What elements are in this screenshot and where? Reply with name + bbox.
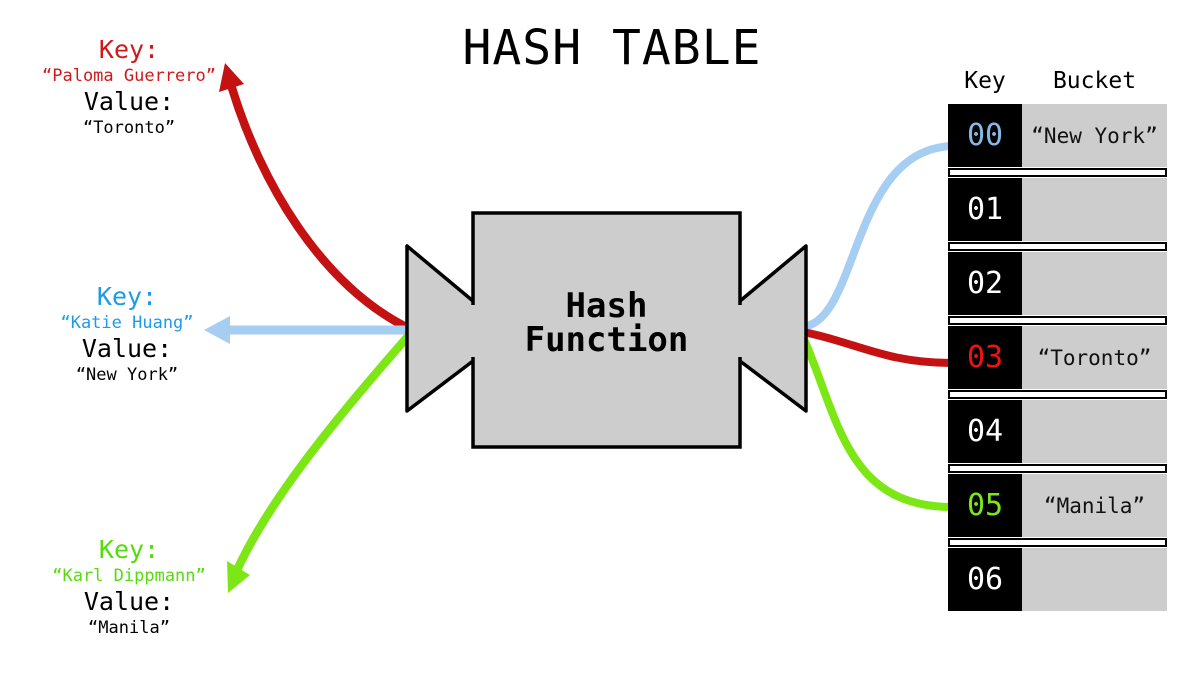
right-neck-opening <box>735 305 745 357</box>
left-neck-opening <box>469 305 479 357</box>
value-label: Value: <box>81 334 173 363</box>
bucket-value <box>1022 548 1167 611</box>
bucket-index: 04 <box>948 400 1022 463</box>
bucket-index: 06 <box>948 548 1022 611</box>
slot-separator <box>948 167 1167 178</box>
red-arrowhead-icon <box>219 63 244 92</box>
slot-separator <box>948 241 1167 252</box>
slot-separator <box>948 389 1167 400</box>
table-row: 04 <box>948 400 1167 463</box>
table-row: 05 “Manila” <box>948 474 1167 537</box>
slot-separator <box>948 537 1167 548</box>
key-label: Key: <box>96 282 158 311</box>
hash-function-line2: Function <box>524 320 689 360</box>
key-column-header: Key <box>964 68 1006 94</box>
value-label: Value: <box>83 587 175 616</box>
key-value: “Katie Huang” <box>60 313 194 333</box>
red-key-curve <box>227 83 415 334</box>
value-value: “New York” <box>75 365 179 385</box>
bucket-value <box>1022 252 1167 315</box>
key-label: Key: <box>98 535 160 564</box>
bucket-value: “New York” <box>1022 104 1167 167</box>
green-bucket-curve <box>799 333 956 511</box>
value-label: Value: <box>83 87 175 116</box>
hash-function-label: Hash Function <box>473 289 740 357</box>
bucket-column-header: Bucket <box>1052 68 1137 94</box>
bucket-index: 00 <box>948 104 1022 167</box>
output-funnel-shape <box>738 244 808 413</box>
hash-function-line1: Hash <box>565 286 648 326</box>
hash-table: 00 “New York” 01 02 03 “Toronto” 04 05 “… <box>948 104 1167 611</box>
table-row: 03 “Toronto” <box>948 326 1167 389</box>
slot-separator <box>948 315 1167 326</box>
bucket-value <box>1022 178 1167 241</box>
bucket-index: 03 <box>948 326 1022 389</box>
table-row: 06 <box>948 548 1167 611</box>
bucket-value: “Toronto” <box>1022 326 1167 389</box>
bucket-index: 02 <box>948 252 1022 315</box>
annotation-katie: Key: “Katie Huang” Value: “New York” <box>2 283 252 387</box>
bucket-value: “Manila” <box>1022 474 1167 537</box>
key-label: Key: <box>98 35 160 64</box>
page-title: HASH TABLE <box>462 20 762 76</box>
key-value: “Karl Dippmann” <box>52 566 206 586</box>
blue-bucket-curve <box>799 142 956 331</box>
table-row: 02 <box>948 252 1167 315</box>
blue-arrowhead-icon <box>204 316 230 344</box>
annotation-karl: Key: “Karl Dippmann” Value: “Manila” <box>4 536 254 640</box>
green-arrowhead-icon <box>227 561 250 593</box>
bucket-index: 05 <box>948 474 1022 537</box>
value-value: “Toronto” <box>82 118 176 138</box>
red-bucket-curve <box>799 328 956 367</box>
key-value: “Paloma Guerrero” <box>42 66 216 86</box>
table-header: Key Bucket <box>948 68 1167 94</box>
slot-separator <box>948 463 1167 474</box>
bucket-value <box>1022 400 1167 463</box>
green-key-curve <box>233 329 415 573</box>
table-row: 00 “New York” <box>948 104 1167 167</box>
input-funnel-shape <box>405 244 475 413</box>
table-row: 01 <box>948 178 1167 241</box>
annotation-paloma: Key: “Paloma Guerrero” Value: “Toronto” <box>4 36 254 140</box>
bucket-index: 01 <box>948 178 1022 241</box>
value-value: “Manila” <box>88 618 170 638</box>
